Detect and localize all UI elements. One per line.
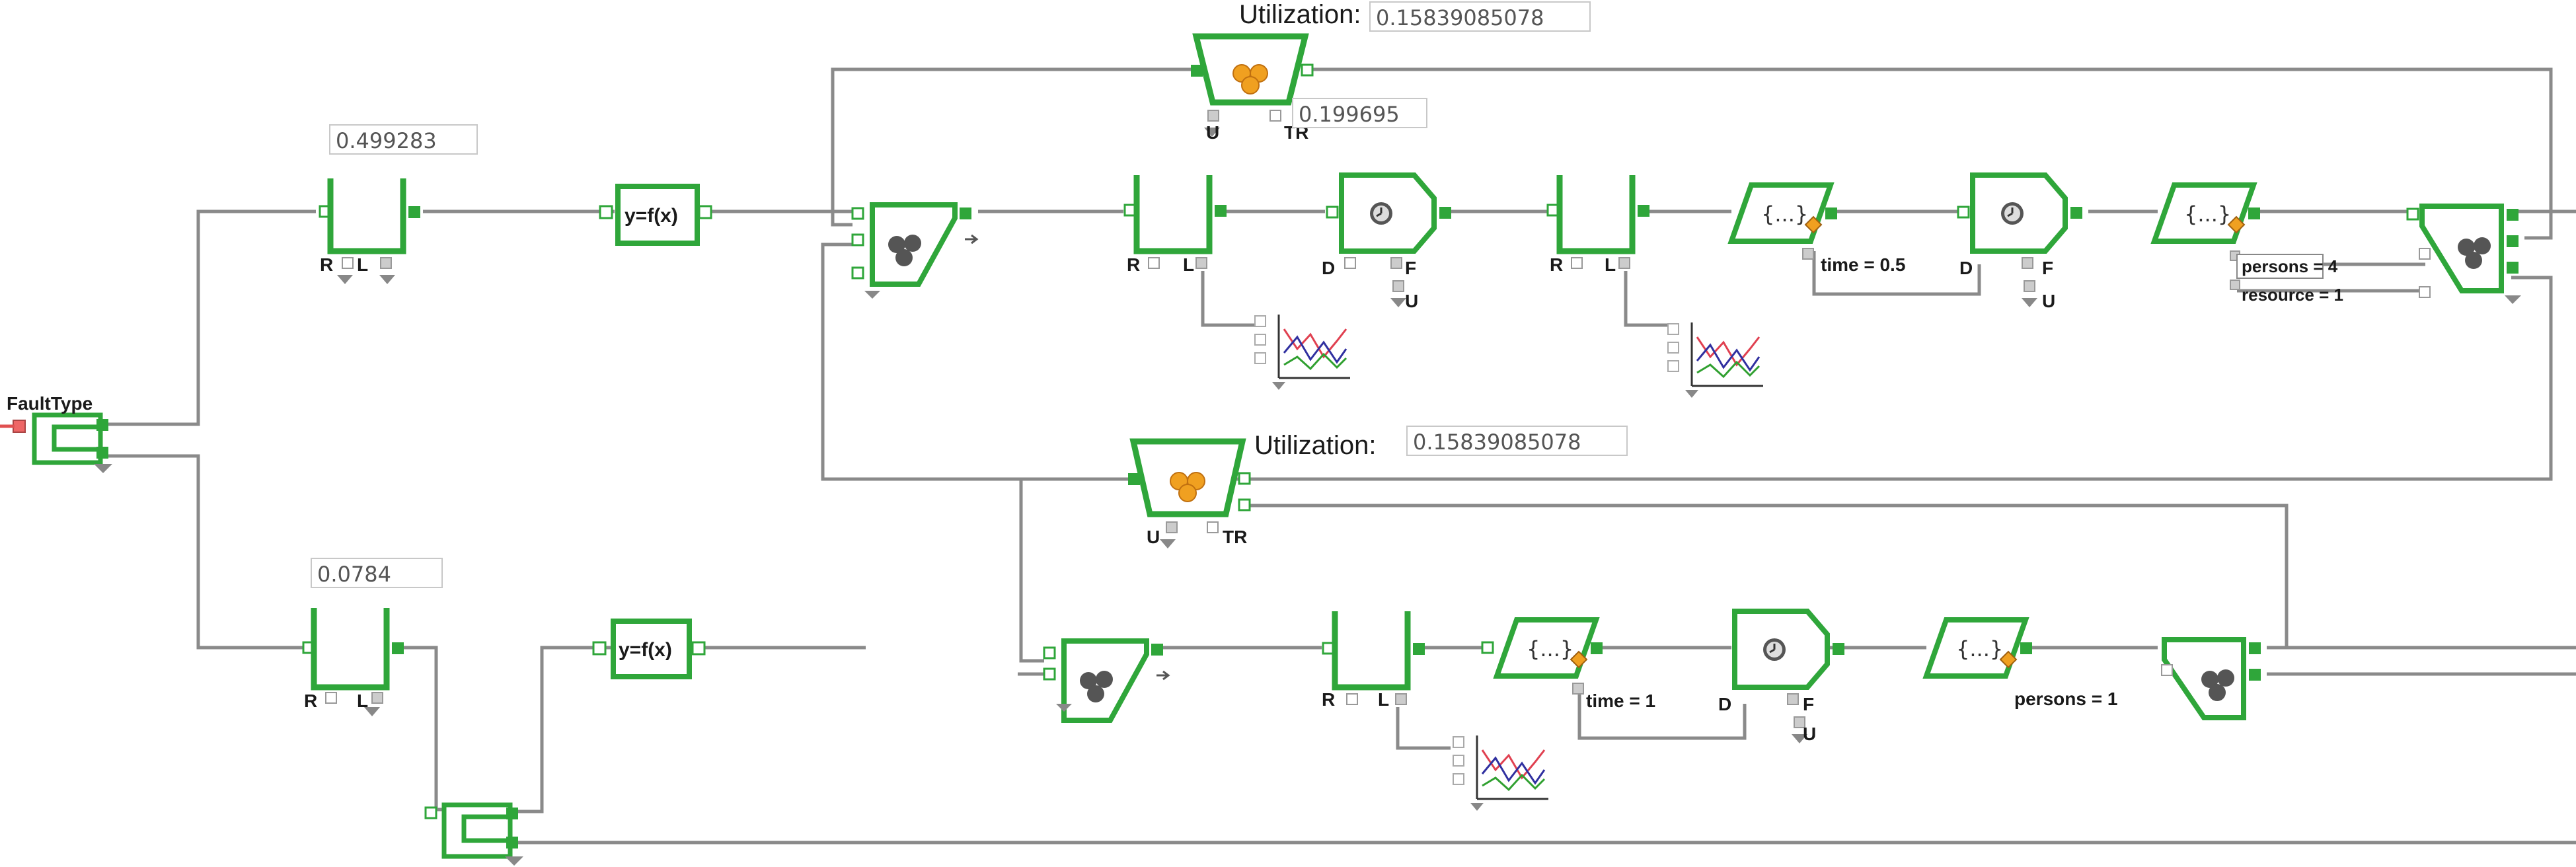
port-u-label: U: [1206, 122, 1219, 143]
select-output-icon[interactable]: [424, 802, 523, 866]
braces-icon[interactable]: {...}: [1727, 182, 1837, 260]
queue-icon[interactable]: [319, 178, 420, 284]
port-r-label: R: [1127, 254, 1140, 275]
port-f-label: F: [2042, 258, 2053, 278]
svg-text:{...}: {...}: [1761, 202, 1808, 227]
port-d-label: D: [1959, 258, 1973, 278]
delay-icon[interactable]: [1957, 172, 2082, 307]
port-f-label: F: [1803, 694, 1814, 714]
port-tr-label: TR: [1223, 527, 1247, 547]
port-f-label: F: [1405, 258, 1416, 278]
queue-icon[interactable]: [1322, 611, 1425, 705]
top-utilization-label: Utilization:: [1239, 0, 1361, 29]
port-r-label: R: [304, 691, 317, 711]
braces-icon[interactable]: {...}: [1922, 617, 2032, 679]
bottom-queue-value: 0.0784: [311, 558, 443, 588]
combine-icon[interactable]: [2161, 637, 2261, 720]
function-icon[interactable]: [592, 619, 706, 679]
port-r-label: R: [1322, 689, 1335, 710]
select-output-icon[interactable]: [0, 412, 112, 473]
time-plot-icon[interactable]: [1452, 734, 1550, 812]
combine-persons-label: persons = 1: [2014, 689, 2117, 709]
top-utilization-value: 0.15839085078: [1369, 1, 1591, 32]
braces-icon[interactable]: {...}: [1481, 617, 1603, 695]
port-u-label: U: [2042, 291, 2055, 311]
combine-resource-label: resource = 1: [2242, 285, 2343, 305]
port-d-label: D: [1718, 694, 1731, 714]
svg-text:{...}: {...}: [1527, 636, 1573, 661]
port-u-label: U: [1405, 291, 1418, 311]
seize-icon[interactable]: [1043, 638, 1170, 723]
top-queue-value: 0.499283: [329, 124, 478, 155]
bottom-utilization-label: Utilization:: [1254, 431, 1377, 460]
port-r-label: R: [1550, 254, 1563, 275]
svg-text:{...}: {...}: [2184, 202, 2231, 227]
combine-persons-label: persons = 4: [2242, 256, 2338, 276]
connectors: [106, 67, 2576, 845]
delay-time-label: time = 1: [1586, 691, 1655, 711]
combine-icon[interactable]: [2406, 204, 2521, 304]
svg-text:{...}: {...}: [1956, 636, 2003, 661]
port-l-label: L: [357, 691, 368, 711]
seize-icon[interactable]: [851, 202, 979, 299]
function-icon[interactable]: [599, 184, 712, 246]
queue-icon[interactable]: [1123, 175, 1227, 269]
delay-icon[interactable]: [1732, 609, 1844, 743]
queue-icon[interactable]: [302, 608, 404, 716]
port-l-label: L: [1605, 254, 1616, 275]
port-r-label: R: [320, 254, 333, 275]
time-plot-icon[interactable]: [1667, 321, 1764, 399]
port-l-label: L: [357, 254, 368, 275]
bottom-utilization-value: 0.15839085078: [1406, 426, 1628, 456]
port-d-label: D: [1322, 258, 1335, 278]
function-label: y=f(x): [625, 205, 678, 227]
queue-icon[interactable]: [1546, 175, 1649, 269]
resource-pool-icon[interactable]: [1191, 33, 1314, 137]
function-label: y=f(x): [619, 639, 672, 661]
delay-icon[interactable]: [1326, 172, 1451, 307]
port-l-label: L: [1183, 254, 1194, 275]
source-label: FaultType: [7, 393, 93, 414]
top-tr-value: 0.199695: [1292, 98, 1427, 128]
delay-time-label: time = 0.5: [1821, 254, 1905, 275]
resource-pool-icon[interactable]: [1128, 438, 1251, 548]
port-u-label: U: [1147, 527, 1160, 547]
time-plot-icon[interactable]: [1254, 313, 1351, 391]
port-u-label: U: [1803, 724, 1816, 744]
port-l-label: L: [1378, 689, 1389, 710]
braces-icon[interactable]: {...}: [2150, 182, 2260, 244]
